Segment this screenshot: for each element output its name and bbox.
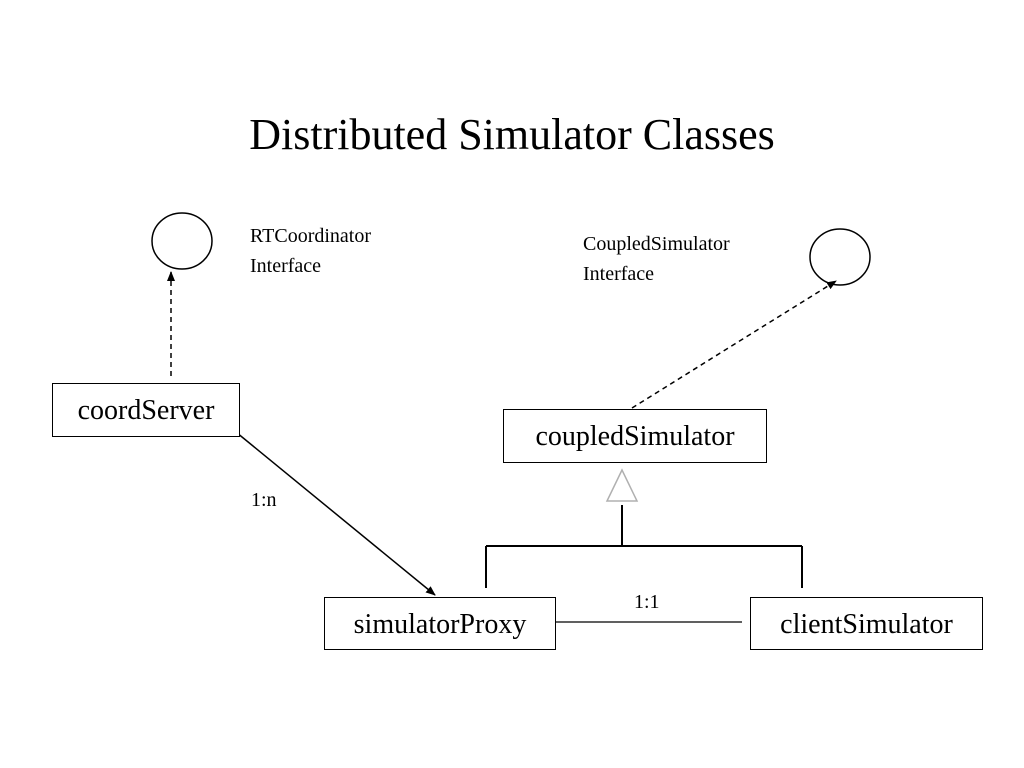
coupledsimulator-class-name: coupledSimulator: [535, 421, 735, 452]
clientsimulator-class-name: clientSimulator: [780, 609, 953, 640]
coupledsimulator-interface-name: CoupledSimulator: [583, 233, 730, 255]
coord-proxy-association-arrow: [230, 427, 436, 596]
proxy-client-multiplicity: 1:1: [634, 591, 660, 613]
generalization-triangle: [605, 468, 639, 502]
rtcoordinator-interface-name: RTCoordinator: [250, 225, 372, 247]
rtcoordinator-interface-kind: Interface: [250, 255, 322, 277]
slide-title: Distributed Simulator Classes: [249, 110, 775, 159]
coupledsimulator-interface-label: CoupledSimulator Interface: [583, 229, 730, 289]
coupledsimulator-interface-circle: [809, 228, 871, 286]
coupledsimulator-interface-kind: Interface: [583, 263, 655, 285]
simulatorproxy-class-name: simulatorProxy: [353, 609, 527, 640]
simulatorproxy-class-box: simulatorProxy: [324, 597, 556, 650]
rtcoordinator-interface-circle: [151, 212, 213, 270]
coordserver-class-name: coordServer: [77, 395, 215, 426]
coupledsimulator-class-box: coupledSimulator: [503, 409, 767, 463]
coordserver-class-box: coordServer: [52, 383, 240, 437]
coord-proxy-multiplicity: 1:n: [251, 489, 277, 511]
clientsimulator-class-box: clientSimulator: [750, 597, 983, 650]
rtcoordinator-interface-label: RTCoordinator Interface: [250, 221, 371, 281]
coupledsimulator-realization-arrow: [631, 280, 837, 409]
